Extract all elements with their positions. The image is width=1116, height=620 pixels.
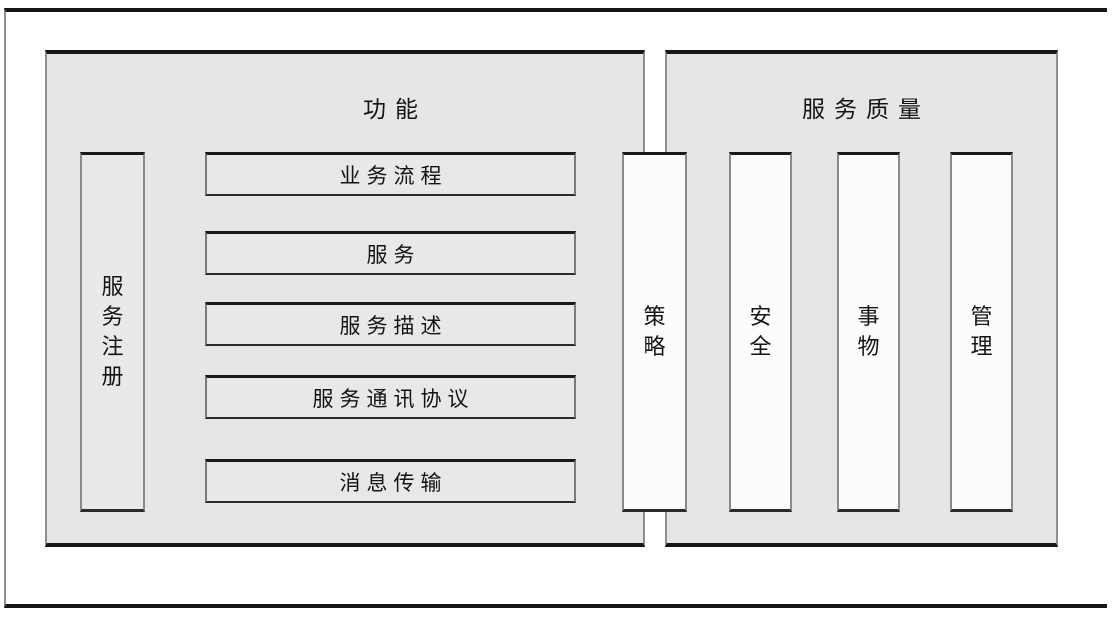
security-label: 安全 xyxy=(749,304,772,359)
management-label: 管理 xyxy=(970,304,993,359)
service-registry-label: 服务注册 xyxy=(101,274,124,389)
message-transport-box: 消息传输 xyxy=(205,459,576,503)
qos-panel-title: 服务质量 xyxy=(802,97,930,122)
transaction-label: 事物 xyxy=(857,304,880,359)
function-panel-title: 功能 xyxy=(363,97,427,122)
transaction-box: 事物 xyxy=(837,152,900,512)
service-protocol-box: 服务通讯协议 xyxy=(205,375,576,419)
business-process-box: 业务流程 xyxy=(205,152,576,196)
policy-box: 策略 xyxy=(622,152,687,512)
management-box: 管理 xyxy=(950,152,1013,512)
service-description-box: 服务描述 xyxy=(205,302,576,346)
service-registry-box: 服务注册 xyxy=(80,152,145,512)
security-box: 安全 xyxy=(729,152,792,512)
policy-label: 策略 xyxy=(643,304,666,359)
service-box: 服务 xyxy=(205,231,576,275)
